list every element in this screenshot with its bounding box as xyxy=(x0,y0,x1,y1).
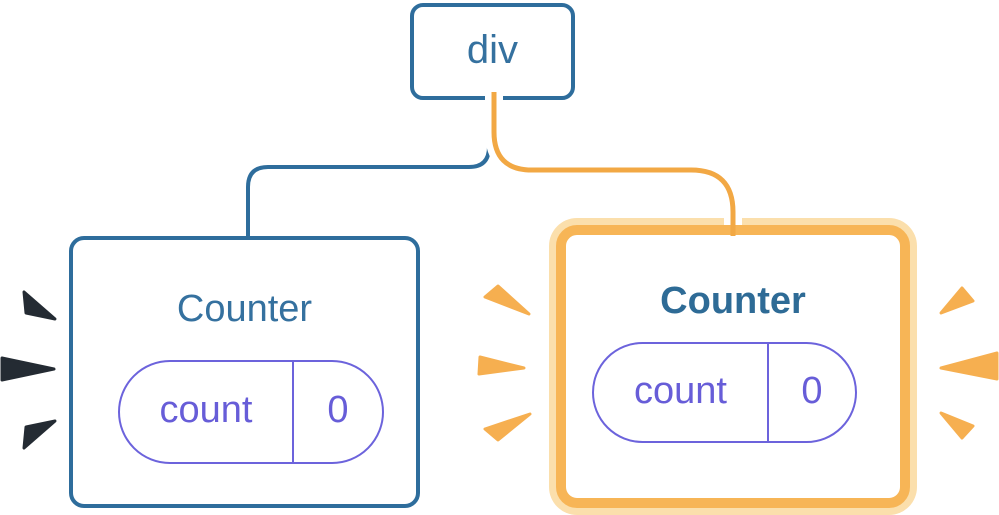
flash-marks-right-inner xyxy=(477,284,532,442)
counter-title: Counter xyxy=(176,288,313,330)
state-value: 0 xyxy=(327,389,349,431)
flash-ray-icon xyxy=(939,351,999,381)
root-node: div xyxy=(410,3,575,100)
state-key-label: count xyxy=(634,369,727,412)
state-value-cell: 0 xyxy=(294,362,382,462)
flash-ray-icon xyxy=(939,411,975,440)
flash-ray-icon xyxy=(22,419,57,450)
counter-title: Counter xyxy=(660,280,806,322)
state-key-label: count xyxy=(159,389,253,431)
state-value-cell: 0 xyxy=(769,344,855,441)
state-pill: count 0 xyxy=(592,342,857,443)
state-key-cell: count xyxy=(594,344,769,441)
counter-card-left: Counter count 0 xyxy=(69,236,420,508)
flash-ray-icon xyxy=(939,286,975,315)
counter-card-right-highlighted: Counter count 0 xyxy=(556,225,910,508)
flash-marks-right-outer xyxy=(939,286,999,440)
flash-ray-icon xyxy=(0,356,56,382)
flash-ray-icon xyxy=(483,284,531,316)
state-value: 0 xyxy=(801,369,823,412)
flash-ray-icon xyxy=(483,412,532,442)
flash-ray-icon xyxy=(22,290,57,321)
tree-edge-left-blue xyxy=(246,96,491,243)
root-node-label: div xyxy=(466,27,519,72)
state-key-cell: count xyxy=(120,362,294,462)
flash-marks-left xyxy=(0,290,57,450)
flash-ray-icon xyxy=(477,355,526,376)
state-pill: count 0 xyxy=(118,360,384,464)
